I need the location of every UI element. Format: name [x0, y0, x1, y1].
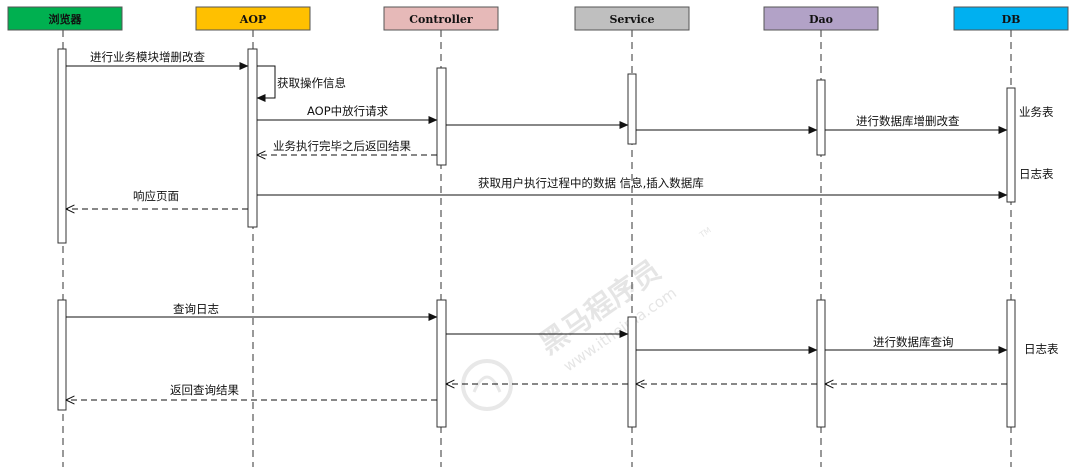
activation-browser-1	[57, 48, 67, 244]
participant-label: Controller	[409, 13, 473, 26]
lifelines	[62, 30, 1012, 467]
participant-label: DB	[1002, 13, 1021, 26]
message-labels: 进行业务模块增删改查 获取操作信息 AOP中放行请求 进行数据库增删改查 业务执…	[90, 50, 960, 397]
activation-aop-1	[247, 48, 258, 228]
activation-browser-2	[57, 299, 67, 411]
activations	[57, 48, 1016, 428]
participant-db: DB	[953, 6, 1069, 31]
db-notes: 业务表 日志表 日志表	[1019, 105, 1059, 356]
message-label-m10: 返回查询结果	[170, 383, 239, 397]
activation-service-2	[627, 316, 637, 428]
participant-box	[7, 6, 123, 31]
participant-label: 浏览器	[49, 12, 83, 26]
watermark-logo-icon	[461, 359, 513, 411]
message-label-m5: 业务执行完毕之后返回结果	[273, 139, 411, 153]
participant-box	[574, 6, 690, 31]
messages	[66, 62, 1008, 400]
participant-box	[953, 6, 1069, 31]
message-label-m3: AOP中放行请求	[307, 104, 389, 118]
note-log-table: 日志表	[1019, 167, 1054, 181]
arrow-m2-self	[256, 65, 276, 102]
participant-box	[195, 6, 311, 31]
participant-controller: Controller	[383, 6, 499, 31]
activation-controller-2	[436, 299, 447, 428]
participant-label: AOP	[239, 13, 266, 26]
participant-dao: Dao	[763, 6, 879, 31]
participant-box	[763, 6, 879, 31]
activation-db-2	[1006, 299, 1016, 428]
note-business-table: 业务表	[1019, 105, 1054, 119]
activation-service-1	[627, 73, 637, 145]
message-label-m7: 响应页面	[133, 189, 179, 203]
message-label-m4: 进行数据库增删改查	[856, 114, 960, 128]
participant-browser: 浏览器	[7, 6, 123, 31]
activation-controller-1	[436, 67, 447, 166]
activation-dao-1	[816, 79, 826, 156]
message-label-m9: 进行数据库查询	[873, 335, 954, 349]
participant-service: Service	[574, 6, 690, 31]
participant-box	[383, 6, 499, 31]
participant-label: Dao	[809, 13, 833, 26]
note-log-table-query: 日志表	[1024, 342, 1059, 356]
participant-aop: AOP	[195, 6, 311, 31]
message-label-m8: 查询日志	[173, 302, 219, 316]
activation-db-1	[1006, 87, 1016, 203]
activation-dao-2	[816, 299, 826, 428]
watermark-tm: TM	[697, 225, 713, 240]
watermark: 黑马程序员 www.itheima.com TM	[461, 225, 713, 411]
message-label-m1: 进行业务模块增删改查	[90, 50, 205, 64]
message-label-m6: 获取用户执行过程中的数据 信息,插入数据库	[478, 176, 704, 190]
message-label-m2: 获取操作信息	[277, 76, 346, 90]
participant-label: Service	[609, 13, 654, 26]
